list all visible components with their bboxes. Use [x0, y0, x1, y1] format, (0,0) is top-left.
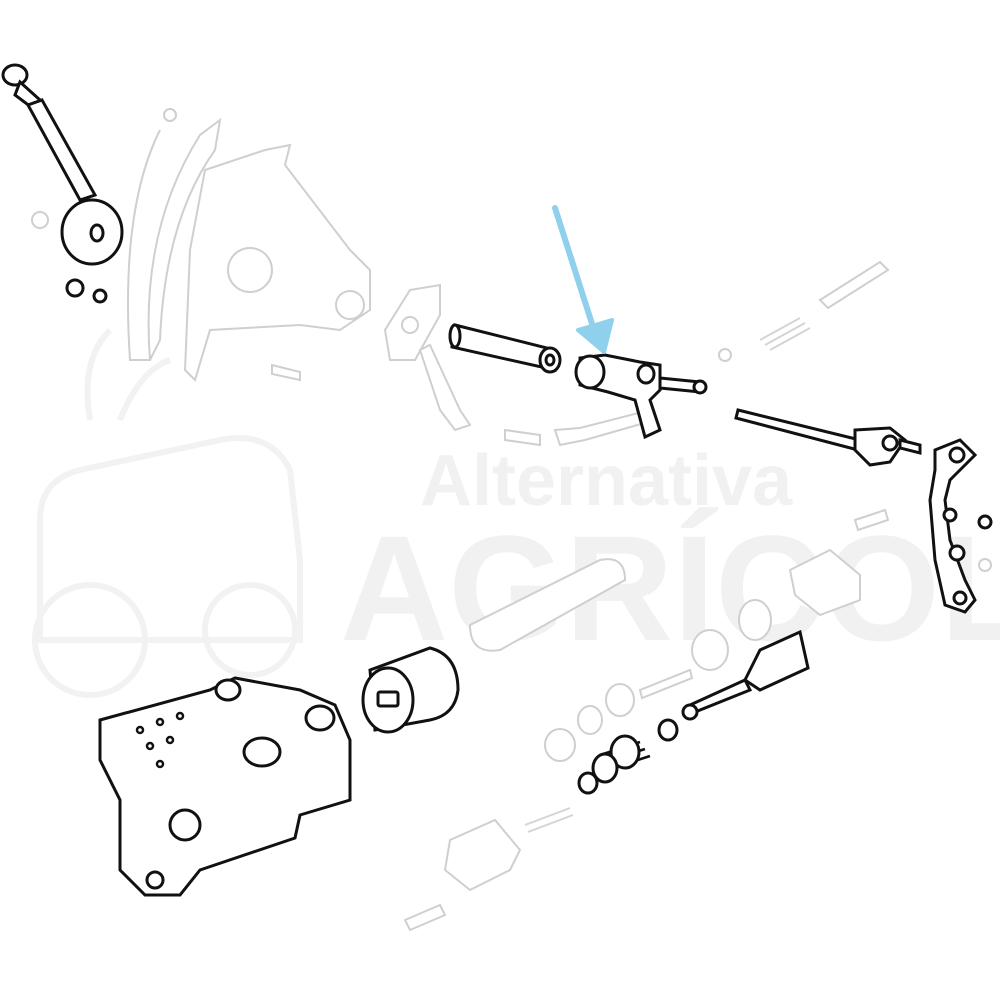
cylinder-bushing: [361, 646, 460, 734]
bracket-boss: [335, 290, 365, 320]
spring-upper: [759, 317, 811, 351]
ring-e: [544, 728, 576, 762]
lever-arm: [928, 438, 993, 614]
long-bolt: [818, 260, 890, 310]
drive-shaft: [468, 558, 627, 652]
ring-d: [577, 705, 603, 735]
small-bolt-right: [853, 508, 890, 532]
main-housing: [98, 676, 352, 897]
ring-c: [605, 683, 635, 717]
long-rod: [734, 408, 922, 467]
u-bracket: [788, 548, 861, 617]
primary-components: [1, 63, 993, 897]
ring-a: [738, 599, 772, 641]
triangular-bracket: [183, 143, 371, 382]
faded-components: [31, 108, 992, 932]
highlight-arrow: [552, 205, 614, 354]
hollow-shaft: [448, 323, 562, 374]
control-valve: [657, 629, 810, 742]
lower-bolt: [403, 903, 447, 932]
watermark: Alternativa AGRÍCOLA: [32, 327, 1000, 698]
bracket-hole: [227, 247, 273, 293]
ring-b: [691, 629, 729, 671]
small-lever: [418, 343, 472, 432]
spring-lower: [524, 807, 574, 833]
small-bolt: [271, 363, 301, 382]
pin: [504, 428, 541, 447]
hand-lever: [1, 63, 124, 304]
bushing-with-lever: [574, 353, 708, 440]
watermark-line2: AGRÍCOLA: [340, 504, 1000, 672]
valve-stem: [638, 668, 694, 700]
sector-plate: [127, 117, 222, 361]
spring-stack: [577, 734, 651, 795]
flange-cap: [443, 818, 522, 892]
tractor-logo-watermark: [32, 327, 303, 698]
watermark-line1: Alternativa: [420, 441, 793, 521]
